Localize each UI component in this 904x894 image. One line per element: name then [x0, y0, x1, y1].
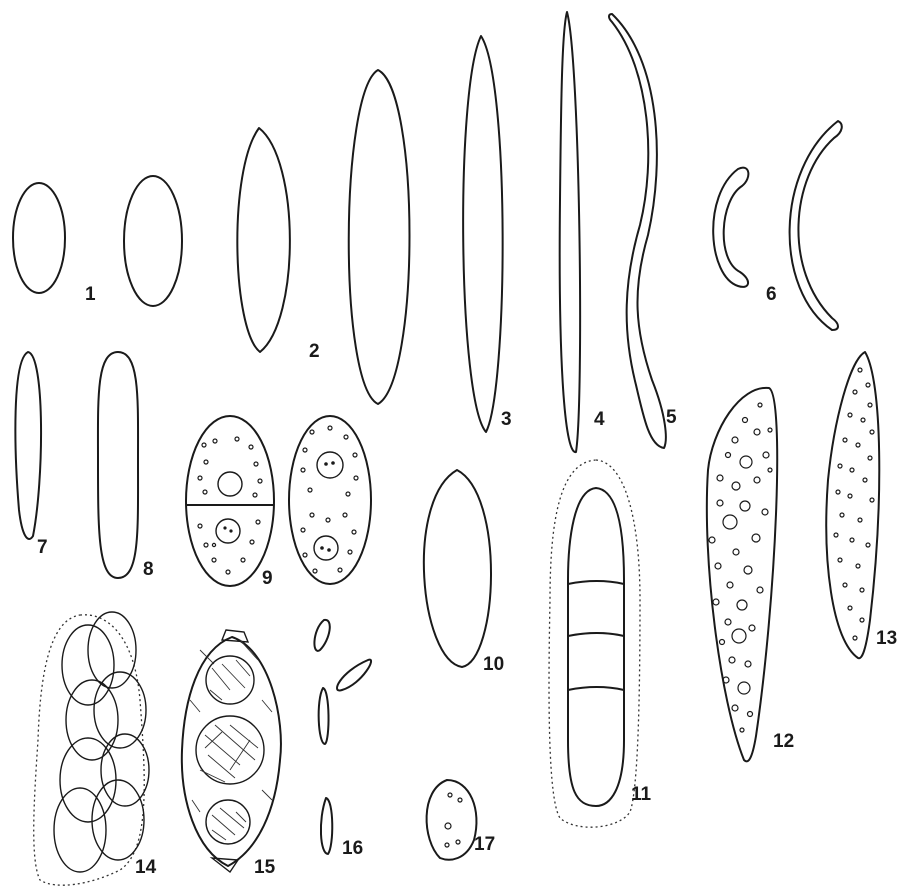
spore-10 — [424, 470, 491, 667]
label-8: 8 — [143, 559, 154, 580]
spore-11 — [549, 460, 640, 827]
label-11: 11 — [631, 784, 652, 805]
spore-17 — [427, 780, 477, 860]
spore-16 — [314, 620, 371, 854]
label-1: 1 — [85, 284, 96, 305]
spore-15 — [182, 630, 281, 872]
label-16: 16 — [342, 838, 363, 859]
label-4: 4 — [594, 409, 605, 430]
spore-13 — [826, 352, 879, 658]
label-12: 12 — [773, 731, 794, 752]
spore-3 — [463, 36, 503, 432]
label-2: 2 — [309, 341, 320, 362]
label-7: 7 — [37, 537, 48, 558]
spore-8 — [98, 352, 138, 578]
spore-1 — [13, 176, 182, 306]
label-3: 3 — [501, 409, 512, 430]
label-17: 17 — [474, 834, 495, 855]
spore-6 — [713, 121, 842, 330]
spore-7 — [15, 352, 41, 539]
label-5: 5 — [666, 407, 677, 428]
spore-2 — [237, 70, 409, 404]
label-14: 14 — [135, 857, 157, 878]
label-6: 6 — [766, 284, 777, 305]
spore-5 — [609, 14, 666, 448]
label-13: 13 — [876, 628, 897, 649]
label-9: 9 — [262, 568, 273, 589]
spore-14 — [34, 612, 149, 885]
label-15: 15 — [254, 857, 276, 878]
spore-4 — [560, 12, 580, 452]
label-10: 10 — [483, 654, 504, 675]
spore-12 — [707, 388, 777, 761]
spore-9 — [186, 416, 371, 586]
